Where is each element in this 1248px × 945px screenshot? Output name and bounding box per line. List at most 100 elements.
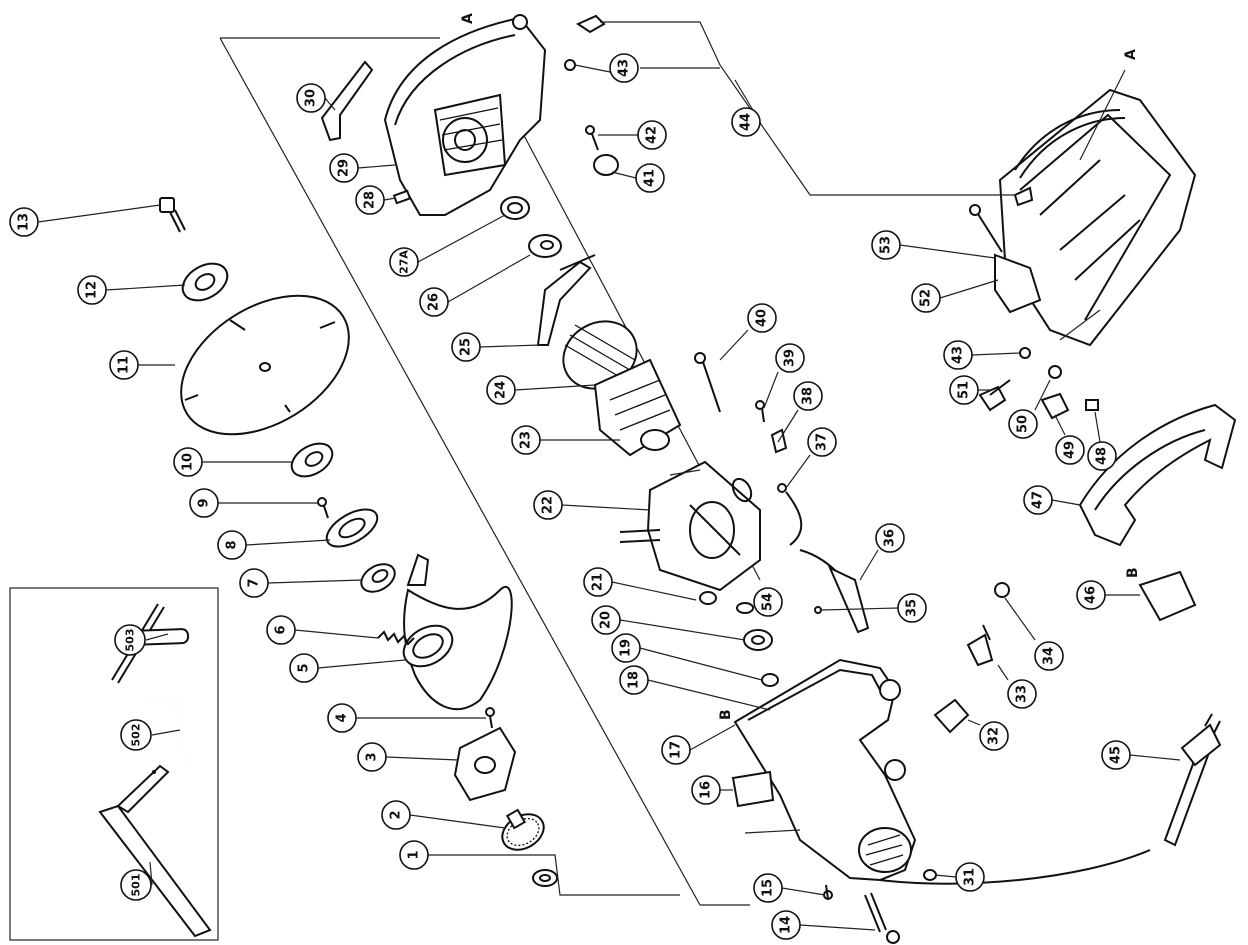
callout-46: 46 bbox=[1076, 580, 1106, 610]
callout-5: 5 bbox=[289, 653, 319, 683]
callout-20: 20 bbox=[591, 605, 621, 635]
lever-49 bbox=[1040, 392, 1070, 420]
svg-text:53: 53 bbox=[879, 236, 894, 254]
outer-flange-12 bbox=[181, 262, 229, 302]
cord-45 bbox=[879, 713, 1222, 885]
section-marker-a-base: A bbox=[1123, 49, 1139, 60]
callout-35: 35 bbox=[897, 593, 927, 623]
svg-text:503: 503 bbox=[124, 629, 137, 652]
callout-50: 50 bbox=[1008, 409, 1038, 439]
guide-bar bbox=[98, 764, 212, 938]
svg-text:7: 7 bbox=[247, 578, 262, 587]
svg-text:34: 34 bbox=[1042, 647, 1057, 665]
svg-text:17: 17 bbox=[669, 741, 684, 759]
nut-34 bbox=[994, 582, 1010, 598]
svg-text:8: 8 bbox=[225, 540, 240, 549]
washer-43-lower bbox=[1019, 347, 1031, 359]
bolt-13 bbox=[159, 197, 186, 233]
saw-blade-11 bbox=[180, 294, 350, 436]
knob-41 bbox=[593, 154, 619, 176]
callout-15: 15 bbox=[753, 873, 783, 903]
bearing-1 bbox=[532, 869, 558, 887]
screw-39 bbox=[755, 400, 765, 423]
callout-2: 2 bbox=[381, 800, 411, 830]
bracket-44 bbox=[1013, 186, 1034, 207]
callout-19: 19 bbox=[611, 633, 641, 663]
spring-6 bbox=[377, 630, 415, 646]
callout-12: 12 bbox=[77, 275, 107, 305]
callout-31: 31 bbox=[955, 862, 985, 892]
svg-text:40: 40 bbox=[755, 309, 770, 327]
callout-13: 13 bbox=[9, 207, 39, 237]
callout-17: 17 bbox=[661, 735, 691, 765]
svg-text:49: 49 bbox=[1063, 441, 1078, 459]
switch-46 bbox=[1138, 570, 1197, 622]
svg-text:25: 25 bbox=[459, 338, 474, 356]
callout-28: 28 bbox=[355, 185, 385, 215]
svg-text:502: 502 bbox=[130, 724, 143, 747]
callout-41: 41 bbox=[635, 163, 665, 193]
callout-38: 38 bbox=[793, 381, 823, 411]
svg-text:42: 42 bbox=[645, 126, 660, 144]
callouts: 1 2 3 4 5 6 7 8 9 10 11 12 13 14 15 16 1… bbox=[9, 53, 1131, 940]
callout-8: 8 bbox=[217, 530, 247, 560]
svg-text:44: 44 bbox=[739, 113, 754, 131]
callout-27A: 27A bbox=[389, 247, 419, 277]
bolt-14 bbox=[864, 892, 900, 944]
stator-22 bbox=[619, 460, 761, 605]
svg-text:37: 37 bbox=[815, 433, 830, 451]
screw-42 bbox=[585, 125, 599, 151]
svg-text:4: 4 bbox=[335, 713, 350, 722]
nut-50 bbox=[1048, 365, 1062, 379]
callout-29: 29 bbox=[329, 153, 359, 183]
cover-plate-30 bbox=[320, 60, 374, 142]
callout-18: 18 bbox=[619, 665, 649, 695]
callout-21: 21 bbox=[583, 567, 613, 597]
svg-text:2: 2 bbox=[389, 810, 404, 819]
screw-28 bbox=[392, 189, 412, 205]
base-plate-52 bbox=[994, 88, 1197, 347]
callout-54: 54 bbox=[753, 587, 783, 617]
callout-49: 49 bbox=[1055, 435, 1085, 465]
callout-39: 39 bbox=[775, 343, 805, 373]
bearing-7 bbox=[360, 563, 396, 593]
callout-42: 42 bbox=[637, 120, 667, 150]
callout-501: 501 bbox=[120, 869, 152, 901]
svg-text:45: 45 bbox=[1109, 746, 1124, 764]
section-marker-b-handle: B bbox=[1125, 567, 1141, 578]
svg-text:22: 22 bbox=[541, 496, 556, 514]
accessory-box bbox=[9, 587, 219, 941]
svg-text:28: 28 bbox=[363, 191, 378, 209]
svg-text:39: 39 bbox=[783, 349, 798, 367]
svg-text:23: 23 bbox=[519, 431, 534, 449]
bearing-27A bbox=[500, 196, 530, 220]
callout-47: 47 bbox=[1023, 485, 1053, 515]
svg-text:15: 15 bbox=[761, 879, 776, 897]
callout-43-base: 43 bbox=[943, 340, 973, 370]
callout-24: 24 bbox=[486, 375, 516, 405]
callout-36: 36 bbox=[875, 523, 905, 553]
svg-text:12: 12 bbox=[85, 281, 100, 299]
callout-23: 23 bbox=[511, 425, 541, 455]
svg-text:52: 52 bbox=[919, 289, 934, 307]
callout-1: 1 bbox=[399, 840, 429, 870]
callout-52: 52 bbox=[911, 283, 941, 313]
callout-14: 14 bbox=[771, 910, 801, 940]
svg-text:46: 46 bbox=[1084, 586, 1099, 604]
callout-22: 22 bbox=[533, 490, 563, 520]
svg-text:38: 38 bbox=[801, 387, 816, 405]
callout-11: 11 bbox=[109, 350, 139, 380]
callout-53: 53 bbox=[871, 230, 901, 260]
svg-text:1: 1 bbox=[407, 850, 422, 859]
screw-15 bbox=[823, 884, 833, 900]
callout-3: 3 bbox=[357, 742, 387, 772]
callout-51: 51 bbox=[949, 375, 979, 405]
lower-blade-guard-5 bbox=[402, 553, 513, 711]
svg-text:27A: 27A bbox=[398, 250, 411, 274]
svg-text:501: 501 bbox=[130, 874, 143, 897]
svg-text:3: 3 bbox=[365, 752, 380, 761]
wing-nut-top bbox=[564, 14, 606, 71]
callout-44: 44 bbox=[731, 107, 761, 137]
svg-text:50: 50 bbox=[1016, 415, 1031, 433]
svg-text:47: 47 bbox=[1031, 491, 1046, 509]
